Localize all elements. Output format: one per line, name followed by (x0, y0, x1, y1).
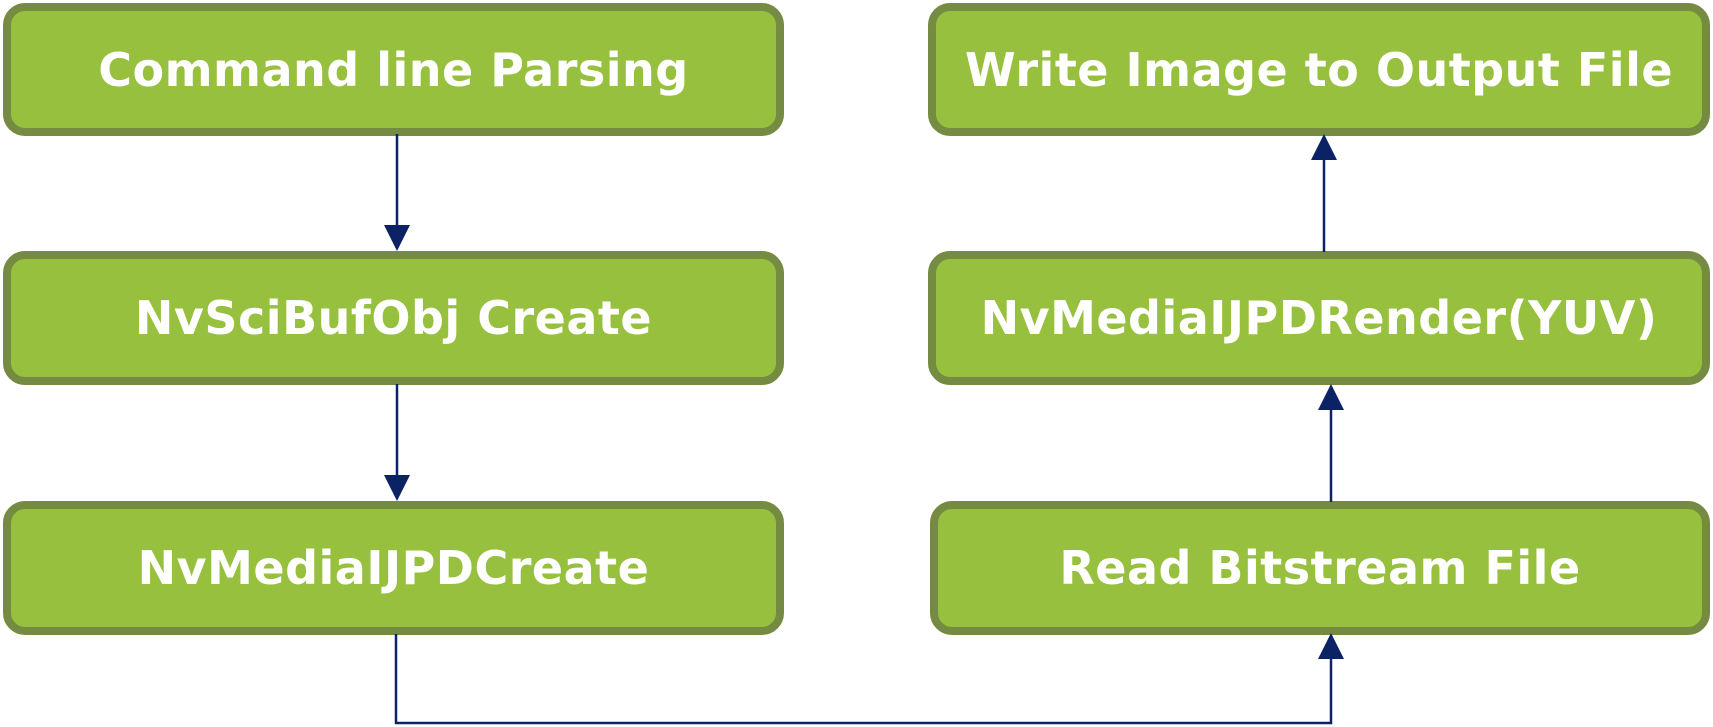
node-nvmediaijpdcreate: NvMediaIJPDCreate (3, 501, 784, 635)
node-label: Read Bitstream File (1059, 541, 1581, 595)
node-label: NvMediaIJPDCreate (137, 541, 650, 595)
node-label: NvMediaIJPDRender(YUV) (980, 291, 1658, 345)
node-read-bitstream-file: Read Bitstream File (930, 501, 1710, 635)
node-nvmediaijpdrender-yuv: NvMediaIJPDRender(YUV) (928, 251, 1710, 385)
arrow-n3-to-n4 (394, 633, 1344, 725)
arrow-n1-to-n2 (384, 134, 410, 251)
arrow-n2-to-n3 (384, 384, 410, 501)
node-label: Write Image to Output File (964, 42, 1674, 97)
node-label: NvSciBufObj Create (134, 291, 653, 345)
node-write-image-to-output-file: Write Image to Output File (928, 3, 1710, 136)
node-label: Command line Parsing (98, 42, 689, 97)
node-command-line-parsing: Command line Parsing (3, 3, 784, 136)
arrow-n5-to-n6 (1311, 134, 1337, 252)
arrow-n4-to-n5 (1318, 384, 1344, 502)
node-nvscibufobj-create: NvSciBufObj Create (3, 251, 784, 385)
